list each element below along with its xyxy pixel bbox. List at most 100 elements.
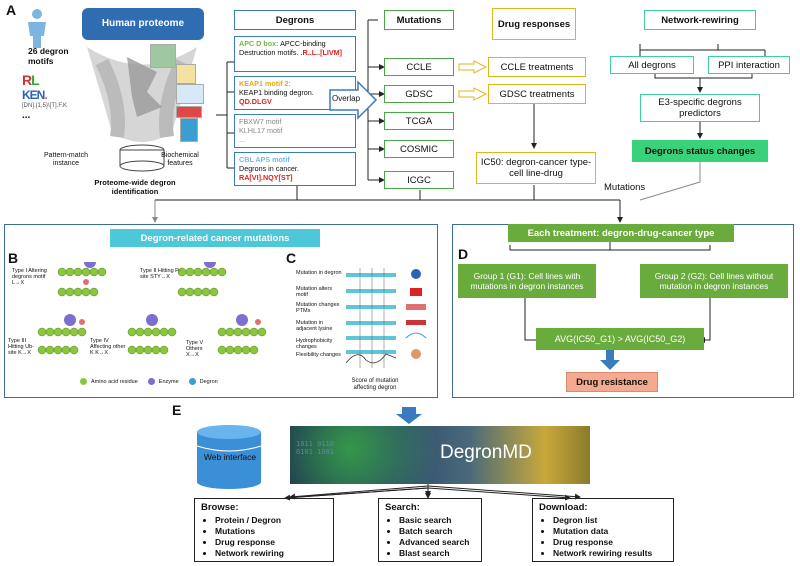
- browse-item: Protein / Degron: [215, 515, 327, 526]
- degrons-status-box: Degrons status changes: [632, 140, 768, 162]
- web-interface-label: Web interface: [203, 452, 257, 462]
- mutation-type-diagram: [37, 262, 267, 355]
- overlap-arrow-icon: [329, 80, 378, 120]
- download-box: Download: Degron list Mutation data Drug…: [532, 498, 674, 562]
- mutation-source-ccle: CCLE: [384, 58, 454, 76]
- panel-c-icons: [405, 269, 427, 359]
- motif-count-label: 26 degron motifs: [28, 46, 69, 66]
- drug-resistance-box: Drug resistance: [566, 372, 658, 392]
- person-icon: [28, 9, 46, 48]
- degrons-header: Degrons: [234, 10, 356, 30]
- thumbnail-fold: [180, 118, 198, 142]
- mutations-header: Mutations: [384, 10, 454, 30]
- motif-seq-text: [DN].{1,5}\[T].F.K: [22, 103, 68, 109]
- thumbnail-structure-2: [176, 64, 196, 84]
- panel-d-letter: D: [458, 246, 469, 262]
- keap-title: KEAP1 motif 2:: [239, 79, 291, 88]
- fbxw-title: FBXW7 motif: [239, 117, 282, 126]
- search-item: Basic search: [399, 515, 475, 526]
- thumbnail-structure-1: [150, 44, 176, 68]
- search-title: Search:: [385, 502, 420, 513]
- keap-motif: QD.DLGV: [239, 97, 272, 106]
- human-proteome-box: Human proteome: [82, 8, 204, 40]
- download-item: Network rewiring results: [553, 548, 667, 559]
- browse-item: Network rewiring: [215, 548, 327, 559]
- banner-molecule-glow: [290, 426, 490, 484]
- arrow-gdsc-icon: [458, 87, 488, 101]
- mutation-source-cosmic: COSMIC: [384, 140, 454, 158]
- klhl-title: KLHL17 motif: [239, 126, 283, 135]
- identification-label: Proteome-wide degron identification: [94, 178, 176, 196]
- browse-title: Browse:: [201, 502, 239, 513]
- treatment-banner: Each treatment: degron-drug-cancer type: [508, 224, 734, 242]
- motif-ellipsis: ...: [239, 135, 245, 144]
- gdsc-treatments-box: GDSC treatments: [488, 84, 586, 104]
- type3-label: Type III Hitting Ub-site K→X: [8, 338, 34, 356]
- group1-box: Group 1 (G1): Cell lines with mutations …: [458, 264, 596, 298]
- cbl-motif: RA[VI].NQY[ST]: [239, 173, 293, 182]
- legend-enzyme-swatch: [147, 378, 155, 385]
- browse-item: Mutations: [215, 526, 327, 537]
- c-row-4: Mutation in adjacent lysine: [296, 320, 333, 332]
- degron-mutations-banner: Degron-related cancer mutations: [110, 229, 320, 247]
- legend-aa-label: Amino acid residue: [91, 378, 138, 385]
- panel-b-letter: B: [8, 250, 19, 266]
- apc-dbox-card: APC D box: APCC-binding Destruction moti…: [234, 36, 356, 72]
- protein-funnel-graphic: [87, 47, 197, 172]
- biochemical-features-label: Biochemical features: [161, 152, 199, 167]
- ppi-interaction-box: PPI interaction: [708, 56, 790, 74]
- panel-c-letter: C: [286, 250, 297, 266]
- keap-desc: KEAP1 binding degron.: [239, 88, 314, 97]
- group2-box: Group 2 (G2): Cell lines without mutatio…: [640, 264, 788, 298]
- thumbnail-helix: [176, 106, 202, 118]
- type1-label: Type I Altering degrons motif L→X: [12, 268, 47, 286]
- panel-c-tracks: [346, 268, 397, 368]
- search-list: Basic search Batch search Advanced searc…: [385, 515, 475, 559]
- browse-box: Browse: Protein / Degron Mutations Drug …: [194, 498, 334, 562]
- e3-predictors-box: E3-specific degrons predictors: [640, 94, 760, 122]
- network-rewiring-header: Network-rewiring: [644, 10, 756, 30]
- all-degrons-box: All degrons: [610, 56, 694, 74]
- thumbnail-chart: [176, 84, 204, 104]
- download-title: Download:: [539, 502, 588, 513]
- mutation-source-tcga: TCGA: [384, 112, 454, 130]
- panel-a-letter: A: [6, 2, 17, 18]
- type5-label: Type V Others X→X: [186, 340, 204, 358]
- sequence-logos: RL KEN. [DN].{1,5}\[T].F.K ...: [22, 72, 72, 126]
- degronmd-title: DegronMD: [440, 442, 532, 463]
- legend-degron-swatch: [188, 378, 196, 385]
- browse-item: Drug response: [215, 537, 327, 548]
- type2-label: Type II Hitting P-site STY→X: [140, 268, 181, 280]
- ccle-treatments-box: CCLE treatments: [488, 57, 586, 77]
- avg-comparison-box: AVG(IC50_G1) > AVG(IC50_G2): [536, 328, 704, 350]
- download-list: Degron list Mutation data Drug response …: [539, 515, 667, 559]
- search-item: Blast search: [399, 548, 475, 559]
- mutations-note: Mutations: [604, 182, 646, 193]
- c-row-5: Hydrophobicity changes: [296, 338, 333, 350]
- drug-responses-header: Drug responses: [492, 8, 576, 40]
- arrow-ccle-icon: [458, 60, 488, 74]
- ic50-box: IC50: degron-cancer type-cell line-drug: [476, 152, 596, 184]
- search-item: Advanced search: [399, 537, 475, 548]
- search-item: Batch search: [399, 526, 475, 537]
- legend-aa-swatch: [80, 378, 87, 385]
- pattern-match-label: Pattern-match instance: [44, 152, 88, 167]
- c-row-6: Flexibility changes: [296, 352, 341, 358]
- panel-c-score-label: Score of mutation affecting degron: [351, 378, 399, 391]
- c-row-2: Mutation alters motif: [296, 286, 333, 298]
- cbl-aps-card: CBL APS motif Degrons in cancer. RA[VI].…: [234, 152, 356, 186]
- panel-e-letter: E: [172, 402, 182, 418]
- download-item: Drug response: [553, 537, 667, 548]
- mutation-source-gdsc: GDSC: [384, 85, 454, 103]
- download-item: Mutation data: [553, 526, 667, 537]
- database-icon: [196, 425, 262, 489]
- fbxw7-card: FBXW7 motif KLHL17 motif ...: [234, 114, 356, 148]
- search-box: Search: Basic search Batch search Advanc…: [378, 498, 482, 562]
- apc-motif: .R..L..[LIVM]: [300, 48, 343, 57]
- c-row-3: Mutation changes PTMs: [296, 302, 340, 314]
- download-item: Degron list: [553, 515, 667, 526]
- panel-b-legend: Amino acid residue Enzyme Degron: [80, 378, 218, 385]
- browse-list: Protein / Degron Mutations Drug response…: [201, 515, 327, 559]
- apc-title: APC D box:: [239, 39, 279, 48]
